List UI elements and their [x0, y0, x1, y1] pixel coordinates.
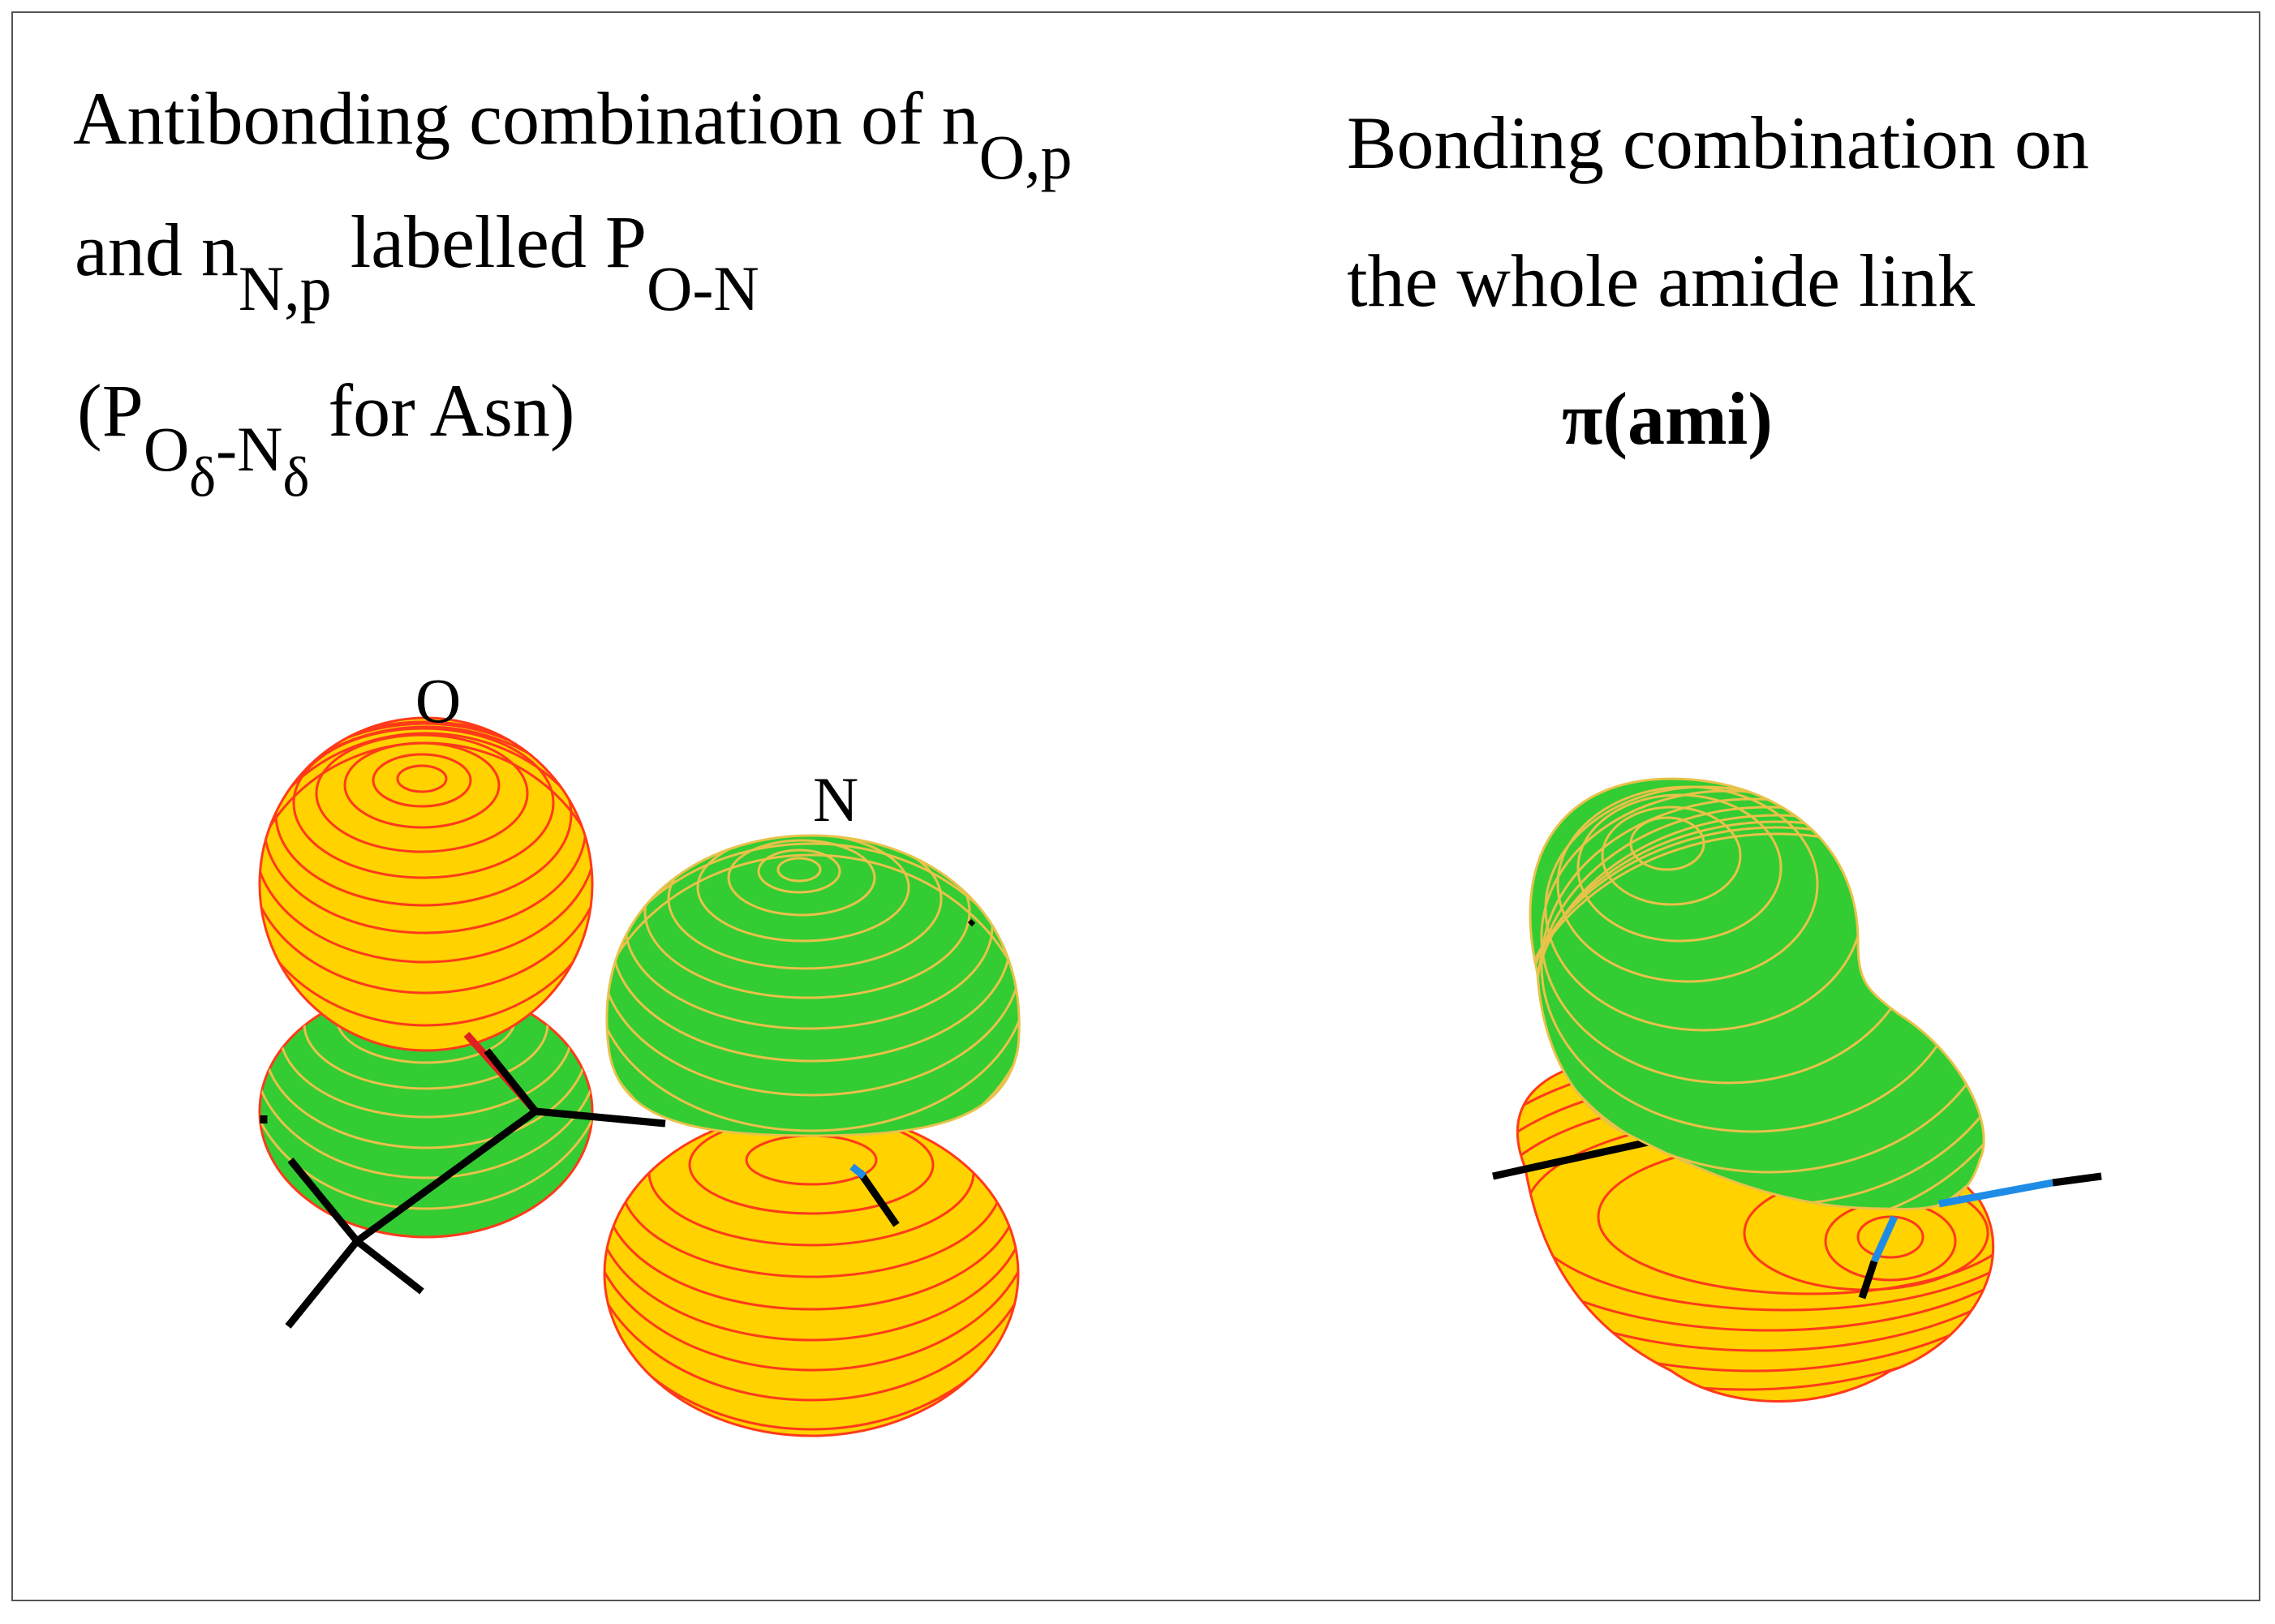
oxygen-orbital-positive-lobe	[258, 716, 594, 1052]
right-molecule-bonds-front	[1938, 1172, 2102, 1208]
left-caption-line2-mid: labelled P	[331, 200, 647, 283]
atom-label-oxygen: O	[415, 665, 461, 736]
amide-orbital-negative-lobe	[1529, 777, 1985, 1210]
bond-n-tip	[967, 918, 976, 927]
left-caption-line3-delta-b: δ	[282, 446, 310, 509]
atom-label-nitrogen: N	[813, 764, 858, 835]
left-caption-line2-and: and n	[75, 208, 239, 291]
bond-cb-h2	[355, 1238, 424, 1295]
left-molecule-bonds	[260, 1031, 900, 1329]
bond-c-c-blue	[1938, 1179, 2054, 1208]
bond-cb-h1	[285, 1239, 360, 1329]
bond-n-h-right	[1858, 1260, 1878, 1300]
bond-c-n	[535, 1107, 666, 1128]
left-caption-line3-delta-a: δ	[189, 446, 217, 509]
right-caption-line3: π(ami)	[1562, 377, 1773, 460]
left-caption-line3-sub-o: Oδ-Nδ	[143, 413, 310, 506]
left-caption-line2: and nN,p labelled PO-N	[75, 204, 759, 320]
bond-c-c-black	[2052, 1172, 2102, 1187]
left-caption-line1: Antibonding combination of nO,p	[73, 81, 1073, 188]
bond-n-h	[857, 1170, 900, 1227]
oxygen-upper-lobe	[258, 716, 594, 1052]
left-caption-line2-subscript: N,p	[238, 252, 332, 324]
left-caption-line1-text: Antibonding combination of n	[73, 77, 979, 160]
bond-cb-h3	[287, 1158, 360, 1244]
left-caption-line3-tail: for Asn)	[309, 369, 575, 452]
nitrogen-upper-lobe	[605, 834, 1021, 1137]
bond-n-h-blue	[849, 1163, 867, 1179]
bond-left-chain	[1492, 1136, 1660, 1180]
right-caption-line2: the whole amide link	[1347, 239, 1976, 322]
nitrogen-orbital-negative-lobe	[605, 834, 1021, 1137]
left-caption-line3-dash-n: -N	[216, 413, 283, 484]
nitrogen-orbital-positive-lobe	[603, 1110, 1020, 1437]
right-caption-line1: Bonding combination on	[1347, 101, 2089, 184]
bond-c-o-dark	[484, 1048, 539, 1114]
left-caption-line1-subscript: O,p	[978, 121, 1073, 192]
left-caption-line3-sub-o-text: O	[143, 413, 190, 484]
left-caption-line3-open: (P	[77, 369, 144, 452]
oxygen-upper-contours	[260, 720, 592, 1050]
bond-c-cb	[355, 1108, 538, 1244]
bond-n-blue-b	[1870, 1215, 1899, 1263]
left-caption-line3: (POδ-Nδ for Asn)	[77, 373, 575, 506]
left-caption-line2-subscript2: O-N	[647, 252, 759, 324]
